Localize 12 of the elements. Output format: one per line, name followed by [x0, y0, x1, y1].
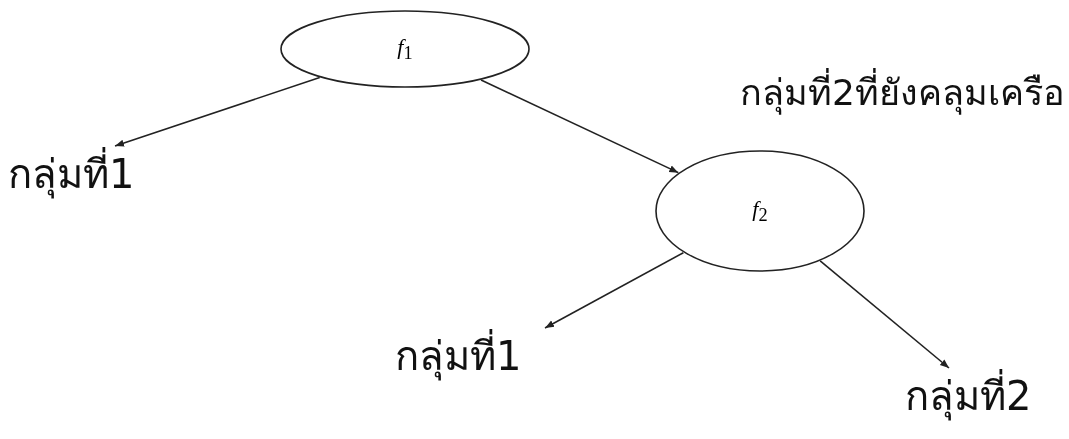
- ellipse-node: [280, 10, 530, 88]
- group-label: กลุ่มที่1: [8, 146, 173, 206]
- node-label: f$_{1}$: [397, 33, 413, 65]
- group-label: กลุ่มที่1: [395, 328, 545, 398]
- arrow: [480, 79, 680, 174]
- ellipse-node: [655, 150, 865, 272]
- arrow: [114, 76, 321, 147]
- arrow: [819, 260, 950, 369]
- arrow: [544, 251, 685, 329]
- group-label: กลุ่มที่2: [905, 368, 1065, 434]
- side-note: กลุ่มที่2ที่ยังคลุมเครือ: [740, 68, 1065, 118]
- node-label: f$_{2}$: [752, 195, 768, 227]
